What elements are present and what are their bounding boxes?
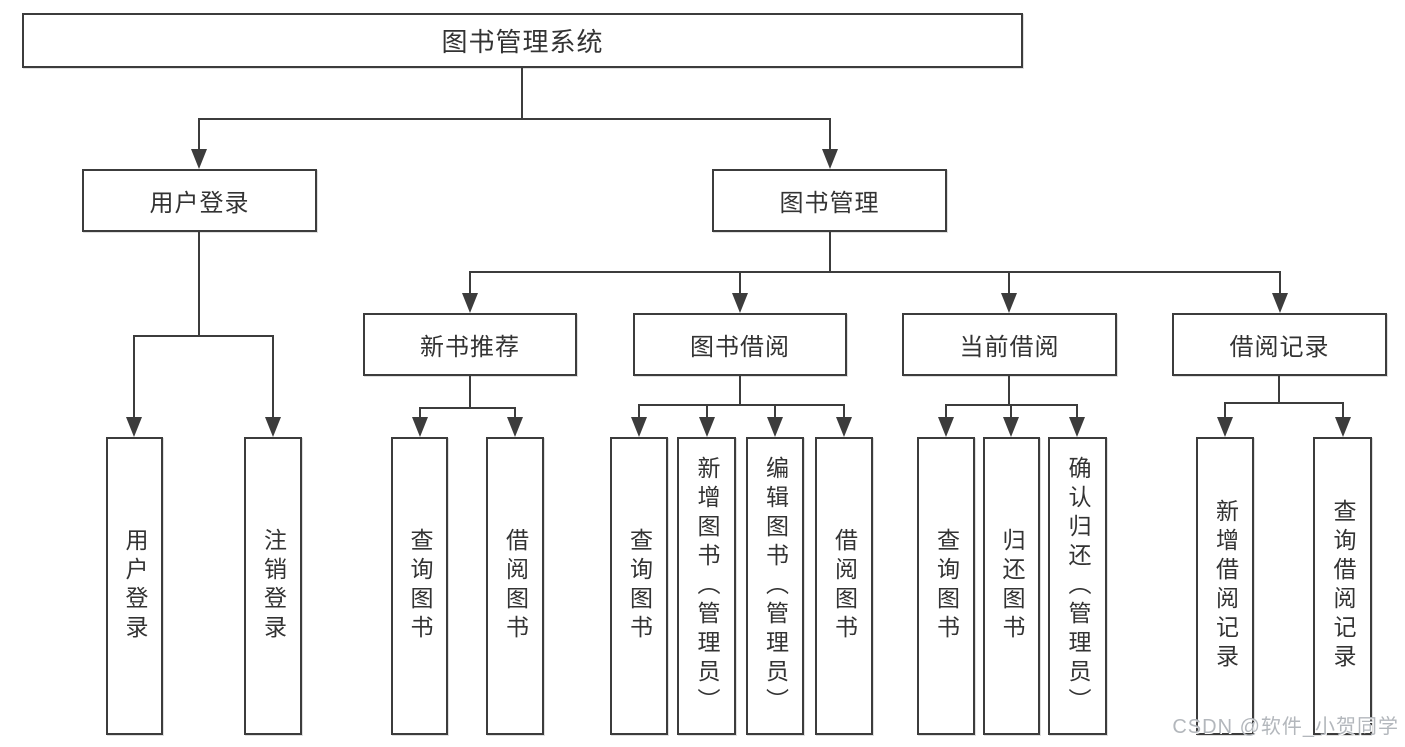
watermark: CSDN @软件_小贺同学 — [1172, 716, 1399, 738]
arrow-down-icon — [1217, 417, 1233, 437]
arrow-down-icon — [1069, 417, 1085, 437]
arrow-down-icon — [822, 149, 838, 169]
arrow-down-icon — [1003, 417, 1019, 437]
arrow-down-icon — [699, 417, 715, 437]
arrow-down-icon — [631, 417, 647, 437]
arrow-down-icon — [1272, 293, 1288, 313]
node-label: 当前借阅 — [959, 334, 1060, 361]
leaf-add-borrow-record: 新增借阅记录 — [1196, 437, 1254, 735]
node-label: 编辑图书（管理员） — [762, 455, 789, 717]
connector-line — [1076, 404, 1078, 417]
arrow-down-icon — [1335, 417, 1351, 437]
connector-line — [469, 271, 1281, 273]
connector-line — [514, 407, 516, 417]
node-label: 查询图书 — [933, 528, 960, 644]
node-book-management: 图书管理 — [712, 169, 947, 232]
connector-line — [1224, 402, 1344, 404]
leaf-logout: 注销登录 — [244, 437, 302, 735]
connector-line — [469, 376, 471, 408]
connector-line — [829, 118, 831, 149]
connector-line — [1008, 271, 1010, 293]
connector-line — [1010, 404, 1012, 417]
node-label: 新增图书（管理员） — [694, 455, 720, 717]
node-label: 确认归还（管理员） — [1065, 455, 1091, 717]
leaf-borrow-books-borrowing: 借阅图书 — [815, 437, 873, 735]
leaf-return-book: 归还图书 — [983, 437, 1040, 735]
arrow-down-icon — [507, 417, 523, 437]
leaf-confirm-return-admin: 确认归还（管理员） — [1048, 437, 1107, 735]
arrow-down-icon — [412, 417, 428, 437]
connector-line — [774, 404, 776, 417]
leaf-query-borrow-record: 查询借阅记录 — [1313, 437, 1372, 735]
connector-line — [272, 335, 274, 417]
connector-line — [1342, 402, 1344, 417]
connector-line — [1224, 402, 1226, 417]
connector-line — [198, 232, 200, 336]
node-user-login-branch: 用户登录 — [82, 169, 317, 232]
node-label: 图书管理 — [779, 190, 880, 217]
leaf-query-books-recommend: 查询图书 — [391, 437, 448, 735]
connector-line — [706, 404, 708, 417]
leaf-add-book-admin: 新增图书（管理员） — [677, 437, 736, 735]
arrow-down-icon — [265, 417, 281, 437]
arrow-down-icon — [836, 417, 852, 437]
node-label: 查询图书 — [626, 528, 653, 644]
connector-line — [739, 271, 741, 293]
connector-line — [638, 404, 640, 417]
node-borrowing-records: 借阅记录 — [1172, 313, 1387, 376]
node-label: 借阅图书 — [502, 528, 529, 644]
node-label: 借阅记录 — [1229, 334, 1330, 361]
node-label: 归还图书 — [999, 528, 1025, 644]
connector-line — [739, 376, 741, 405]
node-label: 用户登录 — [122, 528, 148, 644]
node-book-borrowing: 图书借阅 — [633, 313, 847, 376]
arrow-down-icon — [938, 417, 954, 437]
connector-line — [469, 271, 471, 293]
node-current-borrowing: 当前借阅 — [902, 313, 1117, 376]
node-label: 图书借阅 — [690, 334, 790, 361]
connector-line — [198, 118, 200, 149]
leaf-edit-book-admin: 编辑图书（管理员） — [746, 437, 804, 735]
connector-line — [945, 404, 947, 417]
node-label: 借阅图书 — [831, 528, 858, 644]
connector-line — [419, 407, 421, 417]
node-label: 查询借阅记录 — [1330, 499, 1356, 673]
node-label: 注销登录 — [260, 528, 287, 644]
connector-line — [638, 404, 845, 406]
node-label: 新书推荐 — [420, 334, 520, 361]
arrow-down-icon — [191, 149, 207, 169]
node-label: 新增借阅记录 — [1212, 499, 1239, 673]
connector-line — [133, 335, 135, 417]
connector-line — [829, 232, 831, 272]
connector-line — [198, 118, 831, 120]
leaf-query-books-borrowing: 查询图书 — [610, 437, 668, 735]
node-label: 用户登录 — [149, 190, 250, 217]
node-new-book-recommendation: 新书推荐 — [363, 313, 577, 376]
leaf-query-books-current: 查询图书 — [917, 437, 975, 735]
arrow-down-icon — [1001, 293, 1017, 313]
connector-line — [1278, 376, 1280, 403]
connector-line — [133, 335, 274, 337]
connector-line — [521, 68, 523, 119]
node-library-system: 图书管理系统 — [22, 13, 1023, 68]
node-label: 查询图书 — [407, 528, 433, 644]
leaf-user-login: 用户登录 — [106, 437, 163, 735]
connector-line — [843, 404, 845, 417]
arrow-down-icon — [732, 293, 748, 313]
arrow-down-icon — [462, 293, 478, 313]
connector-line — [1279, 271, 1281, 293]
arrow-down-icon — [767, 417, 783, 437]
connector-line — [1008, 376, 1010, 405]
leaf-borrow-books-recommend: 借阅图书 — [486, 437, 544, 735]
arrow-down-icon — [126, 417, 142, 437]
connector-line — [419, 407, 516, 409]
node-label: 图书管理系统 — [441, 27, 604, 57]
